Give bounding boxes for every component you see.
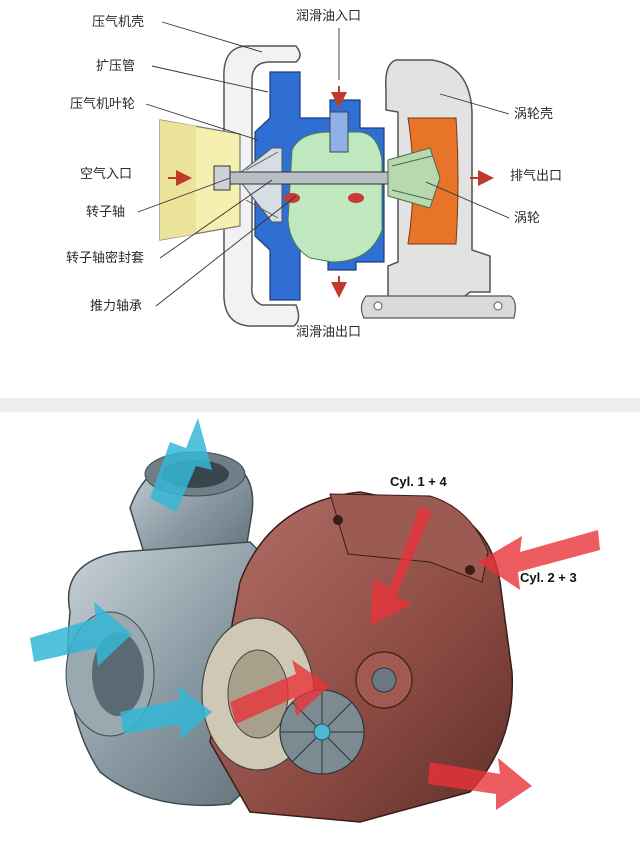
label-compressor-impeller: 压气机叶轮: [70, 96, 135, 112]
flange-bolt: [333, 515, 343, 525]
label-rotor-shaft-seal: 转子轴密封套: [66, 250, 144, 266]
panel-separator: [0, 398, 640, 412]
label-compressor-housing: 压气机壳: [92, 14, 144, 30]
label-exhaust-outlet: 排气出口: [510, 168, 562, 184]
exhaust-flow-arrows: [230, 506, 600, 810]
label-diffuser: 扩压管: [96, 59, 135, 74]
label-oil-outlet: 润滑油出口: [296, 325, 361, 340]
flange-bolt: [465, 565, 475, 575]
label-rotor-shaft: 转子轴: [86, 205, 125, 220]
shaft-nut: [213, 165, 231, 191]
label-cylinders-1-4: Cyl. 1 + 4: [390, 474, 447, 489]
bearing-housing: [287, 131, 383, 263]
label-oil-inlet: 润滑油入口: [296, 9, 361, 24]
label-air-inlet: 空气入口: [80, 166, 132, 182]
cutaway-panel: Cyl. 1 + 4 Cyl. 2 + 3: [0, 412, 640, 842]
turbine-wheel: [387, 147, 441, 209]
turbocharger-cutaway: Cyl. 1 + 4 Cyl. 2 + 3: [30, 418, 600, 823]
label-turbine: 涡轮: [514, 211, 540, 226]
intake-flow-arrows: [30, 418, 212, 740]
compressor-volute: [223, 45, 301, 327]
wheel-hub: [313, 723, 331, 741]
label-turbine-housing: 涡轮壳: [514, 107, 553, 122]
compressor-impeller: [235, 147, 283, 223]
turbine-flange: [360, 295, 516, 319]
wastegate-bolt: [371, 667, 397, 693]
leader-lines: [137, 21, 510, 307]
seal-pad: [348, 193, 364, 203]
label-cylinders-2-3: Cyl. 2 + 3: [520, 570, 577, 585]
oil-inlet-duct: [329, 111, 349, 153]
cross-section-panel: 压气机壳 扩压管 压气机叶轮 空气入口 转子轴 转子轴密封套 推力轴承 润滑油入…: [0, 0, 640, 398]
label-thrust-bearing: 推力轴承: [90, 299, 142, 314]
intake-shade: [160, 120, 196, 240]
seal-pad: [284, 193, 300, 203]
turbocharger-cross-section: 压气机壳 扩压管 压气机叶轮 空气入口 转子轴 转子轴密封套 推力轴承 润滑油入…: [66, 9, 562, 340]
